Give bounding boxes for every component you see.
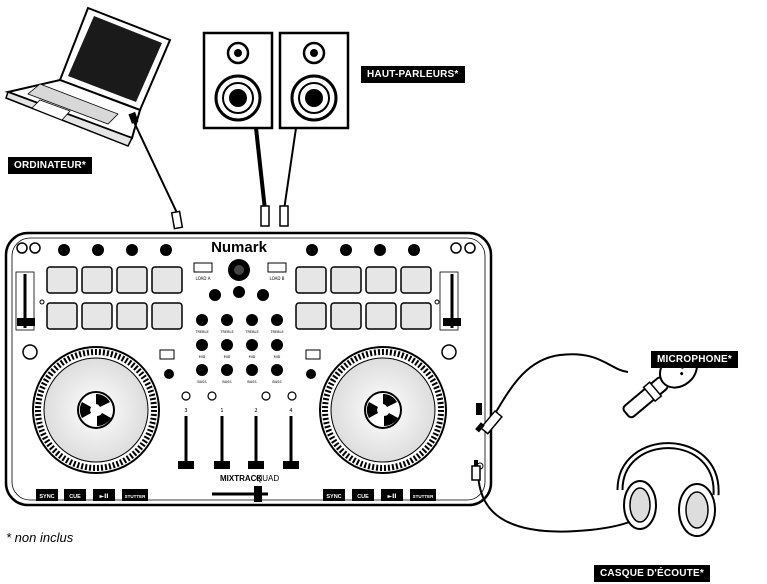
eq-label-bass-4: BASS (272, 380, 282, 384)
brand-logo: Numark (211, 239, 268, 256)
channel-number-2: 2 (254, 408, 257, 414)
eq-label-treble-1: TREBLE (194, 330, 208, 334)
jog-wheel-left (33, 347, 159, 473)
speaker-right (280, 33, 348, 128)
usb-plug (172, 211, 183, 228)
left-sync-label: SYNC (39, 494, 54, 500)
load-a-label: LOAD A (196, 276, 211, 281)
dj-controller: Numark LOAD A LOAD B (6, 233, 491, 505)
right-stutter-label: STUTTER (413, 494, 434, 499)
label-speakers: HAUT-PARLEURS* (361, 66, 465, 83)
headphones-illustration (472, 446, 716, 536)
right-sync-label: SYNC (326, 494, 341, 500)
rca-plug-left (261, 206, 269, 226)
footnote-not-included: * non inclus (6, 530, 73, 545)
left-play-label: ►II (99, 493, 108, 500)
usb-cable (134, 122, 178, 215)
eq-label-treble-4: TREBLE (269, 330, 283, 334)
left-stutter-label: STUTTER (125, 494, 146, 499)
eq-label-bass-3: BASS (247, 380, 257, 384)
eq-label-treble-3: TREBLE (244, 330, 258, 334)
speaker-cable-right (284, 128, 296, 210)
mic-jack (476, 403, 482, 415)
model-suffix: QUAD (256, 474, 279, 483)
channel-number-1: 1 (220, 408, 223, 414)
speaker-left (204, 33, 272, 128)
eq-label-mid-1: MID (199, 355, 206, 359)
label-microphone: MICROPHONE* (651, 351, 738, 368)
eq-label-treble-2: TREBLE (219, 330, 233, 334)
load-b-label: LOAD B (270, 276, 285, 281)
rca-plug-right (280, 206, 288, 226)
right-cue-label: CUE (357, 494, 369, 500)
eq-label-mid-3: MID (249, 355, 256, 359)
jog-wheel-right (320, 347, 446, 473)
eq-label-bass-1: BASS (197, 380, 207, 384)
eq-label-mid-4: MID (274, 355, 281, 359)
laptop-illustration (6, 8, 170, 146)
channel-number-3: 3 (184, 408, 187, 414)
channel-number-4: 4 (289, 408, 292, 414)
left-cue-label: CUE (69, 494, 81, 500)
eq-label-bass-2: BASS (222, 380, 232, 384)
right-play-label: ►II (387, 493, 396, 500)
eq-label-mid-2: MID (224, 355, 231, 359)
label-computer: ORDINATEUR* (8, 157, 92, 174)
label-headphones: CASQUE D'ÉCOUTE* (594, 565, 710, 582)
speaker-cable-left (256, 128, 265, 210)
